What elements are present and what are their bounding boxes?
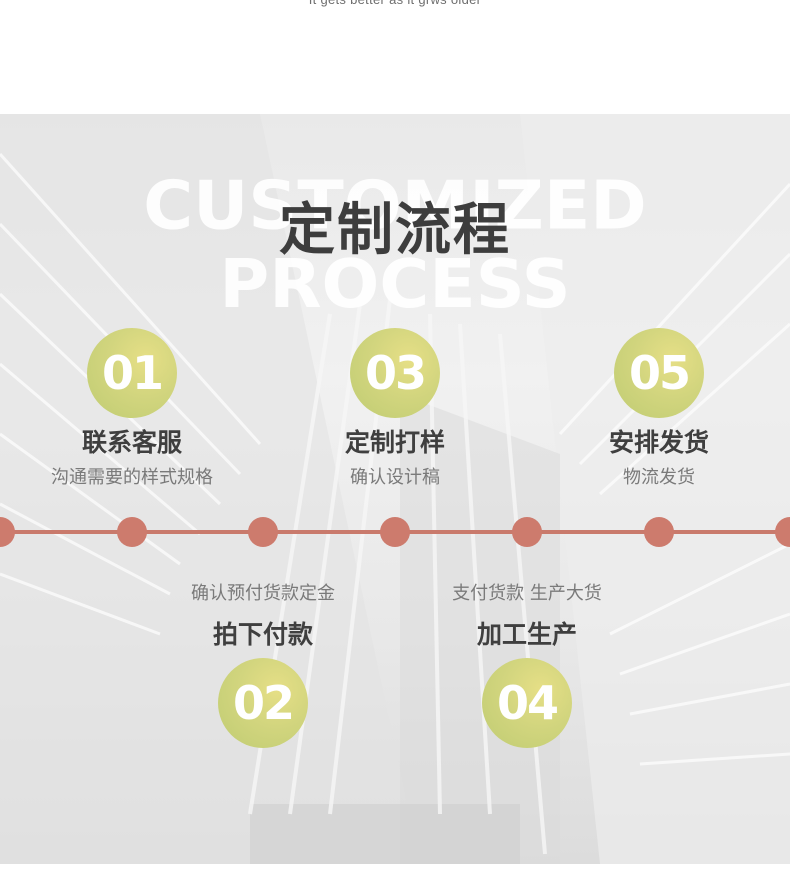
step-description: 确认预付货款定金 <box>191 583 335 604</box>
timeline-dot <box>644 517 674 547</box>
timeline-dot <box>380 517 410 547</box>
section-title: 定制流程 <box>279 198 511 263</box>
timeline-dot <box>0 517 15 547</box>
step-title: 联系客服 <box>81 428 182 457</box>
timeline-dot <box>512 517 542 547</box>
step-title: 安排发货 <box>608 428 709 457</box>
step-description: 确认设计稿 <box>350 467 440 488</box>
timeline-dot <box>248 517 278 547</box>
step-number-badge: 04 <box>482 658 572 748</box>
step-number: 03 <box>364 346 427 400</box>
section-title-english: CUSTOMIZED PROCESS <box>143 167 647 324</box>
tagline: It gets better as it grws older <box>0 0 790 8</box>
step-title: 定制打样 <box>344 428 445 457</box>
step-title: 加工生产 <box>476 620 577 649</box>
step-description: 沟通需要的样式规格 <box>51 467 213 488</box>
footer-spacer <box>0 864 790 886</box>
step-number-badge: 03 <box>350 328 440 418</box>
step-title: 拍下付款 <box>212 620 313 649</box>
timeline-dot <box>117 517 147 547</box>
step-number-badge: 01 <box>87 328 177 418</box>
step-description: 支付货款 生产大货 <box>452 583 602 604</box>
step-number-badge: 02 <box>218 658 308 748</box>
step-number: 02 <box>232 676 295 730</box>
timeline-dot <box>775 517 790 547</box>
step-number: 01 <box>101 346 164 400</box>
step-number: 04 <box>496 676 559 730</box>
customized-process-section: CUSTOMIZED PROCESS 定制流程 01 联系客服 沟通需要的样式规… <box>0 114 790 864</box>
step-number-badge: 05 <box>614 328 704 418</box>
step-description: 物流发货 <box>623 467 695 488</box>
step-number: 05 <box>628 346 691 400</box>
